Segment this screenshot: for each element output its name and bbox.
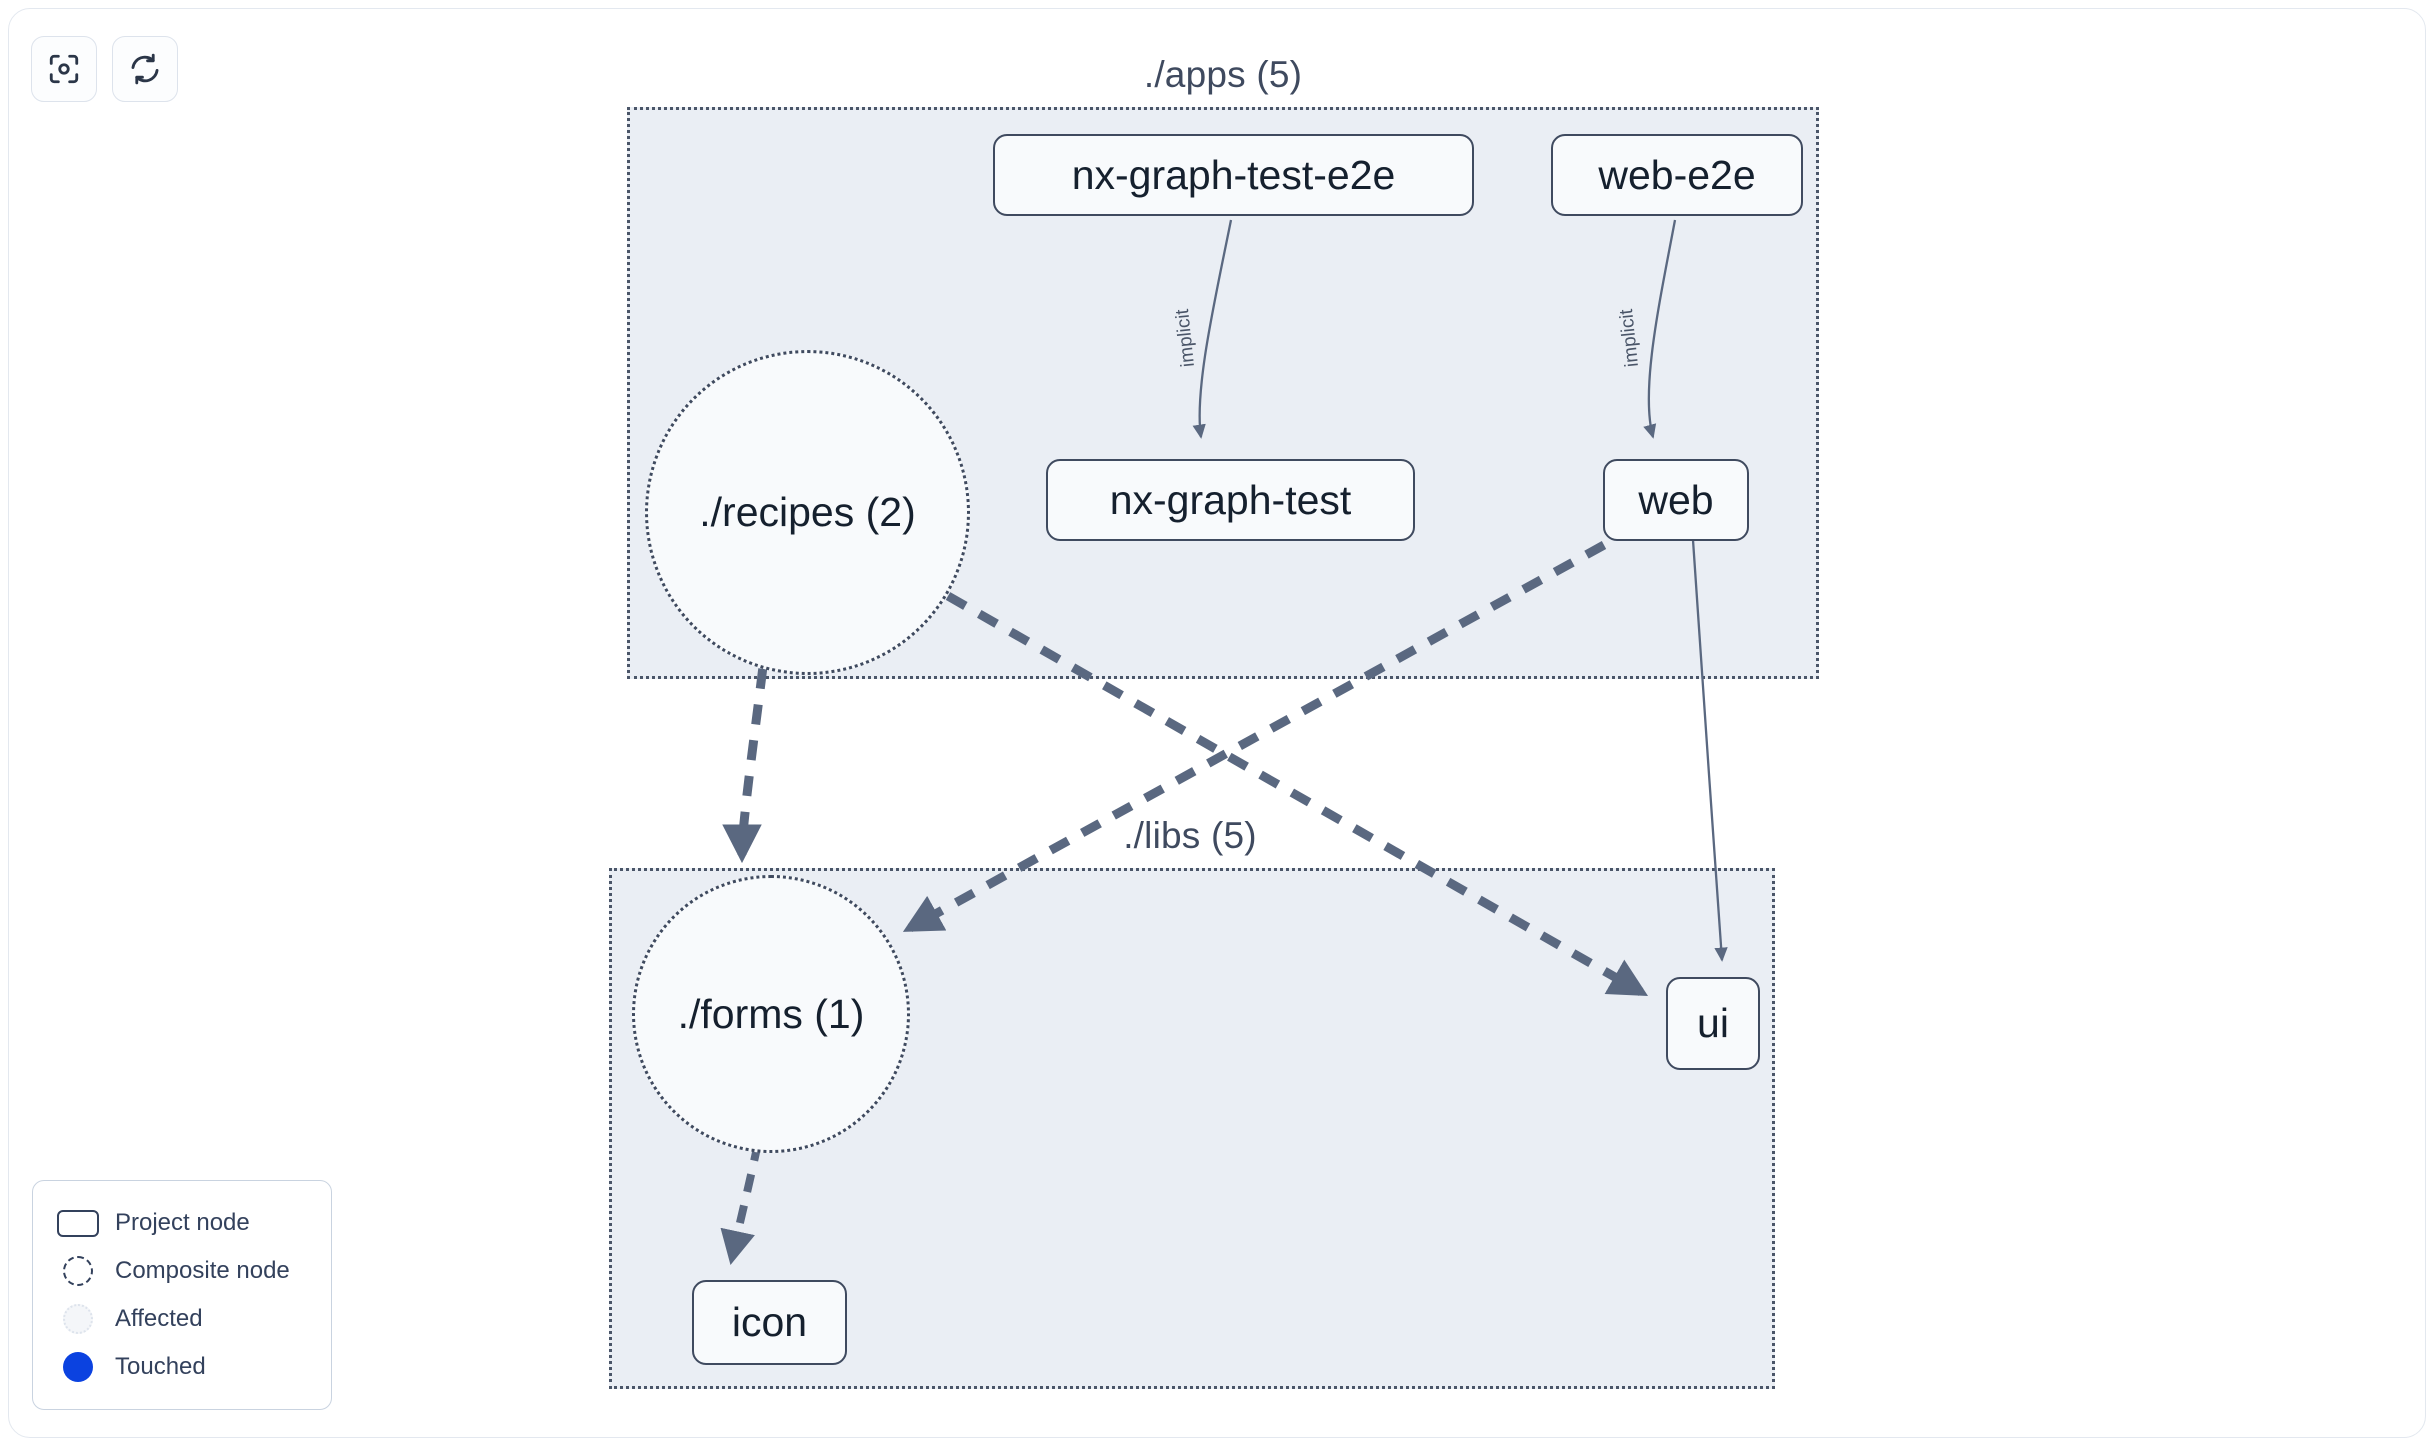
composite-node-swatch (55, 1256, 101, 1286)
legend-label: Composite node (115, 1257, 290, 1284)
legend-item-affected: Affected (55, 1295, 311, 1343)
legend-label: Project node (115, 1209, 250, 1236)
node-label: nx-graph-test-e2e (1071, 151, 1396, 198)
node-ui[interactable]: ui (1666, 977, 1760, 1070)
refresh-graph-button[interactable] (112, 36, 178, 102)
node-label: web (1638, 476, 1714, 523)
refresh-icon (128, 52, 162, 86)
node-label: ui (1697, 1000, 1729, 1046)
project-node-swatch (55, 1209, 101, 1237)
composite-node-label: ./recipes (2) (699, 489, 916, 535)
node-nx-graph-test[interactable]: nx-graph-test (1046, 459, 1415, 541)
node-label: icon (731, 1299, 808, 1345)
focus-target-icon (47, 52, 81, 86)
focus-graph-button[interactable] (31, 36, 97, 102)
legend-item-composite-node: Composite node (55, 1247, 311, 1295)
graph-legend: Project node Composite node Affected Tou… (32, 1180, 332, 1410)
composite-node-forms[interactable]: ./forms (1) (632, 875, 910, 1153)
legend-item-touched: Touched (55, 1343, 311, 1391)
node-web-e2e[interactable]: web-e2e (1551, 134, 1803, 216)
legend-item-project-node: Project node (55, 1199, 311, 1247)
graph-toolbar (31, 36, 178, 102)
node-nx-graph-test-e2e[interactable]: nx-graph-test-e2e (993, 134, 1474, 216)
node-web[interactable]: web (1603, 459, 1749, 541)
node-icon[interactable]: icon (692, 1280, 847, 1365)
affected-swatch (55, 1304, 101, 1334)
legend-label: Affected (115, 1305, 203, 1332)
node-label: web-e2e (1598, 151, 1756, 198)
composite-node-label: ./forms (1) (677, 990, 865, 1037)
group-apps-label: ./apps (5) (1143, 54, 1303, 95)
touched-swatch (55, 1352, 101, 1382)
composite-node-recipes[interactable]: ./recipes (2) (645, 350, 970, 675)
group-libs-label: ./libs (5) (1123, 815, 1257, 856)
legend-label: Touched (115, 1353, 206, 1380)
node-label: nx-graph-test (1109, 476, 1352, 523)
